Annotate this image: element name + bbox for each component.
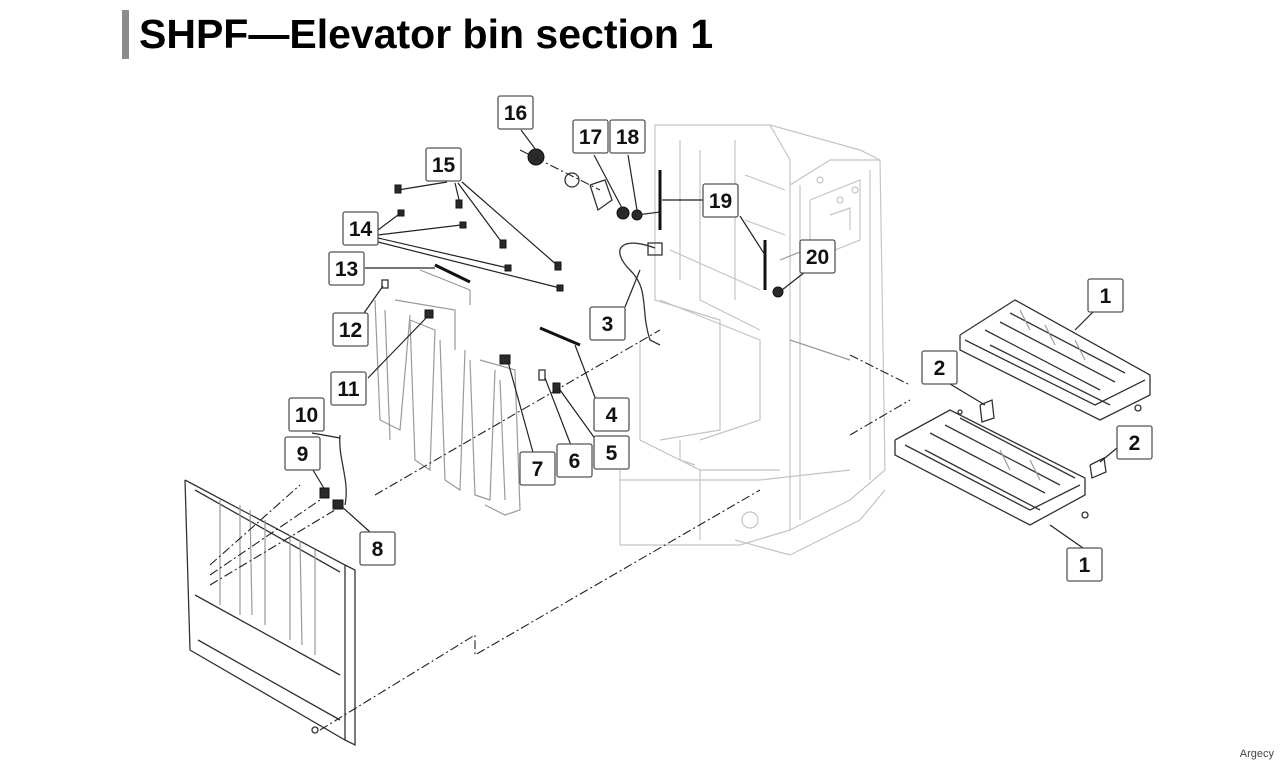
callout-17: 17 [572, 119, 609, 154]
callout-16: 16 [497, 95, 534, 130]
callout-10: 10 [288, 397, 325, 432]
callout-12: 12 [332, 312, 369, 347]
svg-text:1: 1 [1100, 285, 1112, 308]
alignment-lines [209, 149, 911, 731]
front-elevator-panel [184, 479, 356, 747]
svg-text:3: 3 [602, 313, 614, 336]
svg-text:17: 17 [579, 126, 602, 149]
tray-bracket-left [957, 399, 995, 423]
callout-1-lower-tray: 1 [1066, 547, 1103, 582]
svg-text:4: 4 [606, 404, 618, 427]
machine-frame [619, 124, 886, 556]
svg-text:1: 1 [1079, 554, 1091, 577]
svg-text:14: 14 [349, 218, 373, 241]
callout-2-right-bracket: 2 [1116, 425, 1153, 460]
svg-text:5: 5 [606, 442, 618, 465]
svg-text:18: 18 [616, 126, 640, 149]
svg-text:15: 15 [432, 154, 456, 177]
callout-15: 15 [425, 147, 462, 182]
svg-text:12: 12 [339, 319, 362, 342]
callout-1-upper-tray: 1 [1087, 278, 1124, 313]
svg-text:2: 2 [934, 357, 946, 380]
svg-text:16: 16 [504, 102, 527, 125]
svg-text:11: 11 [337, 378, 360, 401]
elevator-tray-lower [894, 409, 1089, 526]
elevator-tray-upper [959, 299, 1151, 421]
callout-4: 4 [593, 397, 630, 432]
svg-text:6: 6 [569, 450, 581, 473]
svg-text:13: 13 [335, 258, 358, 281]
title-accent-bar [122, 10, 129, 59]
svg-text:7: 7 [532, 458, 544, 481]
svg-text:8: 8 [372, 538, 384, 561]
callout-19: 19 [702, 183, 739, 218]
callout-9: 9 [284, 436, 321, 471]
svg-text:20: 20 [806, 246, 829, 269]
svg-text:9: 9 [297, 443, 309, 466]
callout-8: 8 [359, 531, 396, 566]
callout-3: 3 [589, 306, 626, 341]
callout-13: 13 [328, 251, 365, 286]
callout-2-left-bracket: 2 [921, 350, 958, 385]
callout-6: 6 [556, 443, 593, 478]
callout-14: 14 [342, 211, 379, 246]
svg-text:2: 2 [1129, 432, 1141, 455]
small-parts [319, 148, 784, 510]
tray-bracket-right [1089, 457, 1107, 479]
callout-18: 18 [609, 119, 646, 154]
svg-text:19: 19 [709, 190, 732, 213]
leader-lines [309, 129, 1118, 549]
callout-5: 5 [593, 435, 630, 470]
callout-11: 11 [330, 371, 367, 406]
page-title: SHPF—Elevator bin section 1 [139, 11, 714, 57]
callout-7: 7 [519, 451, 556, 486]
watermark-text: Argecy [1239, 748, 1274, 760]
svg-text:10: 10 [295, 404, 318, 427]
callout-20: 20 [799, 239, 836, 274]
elevator-side-panels [374, 269, 521, 516]
